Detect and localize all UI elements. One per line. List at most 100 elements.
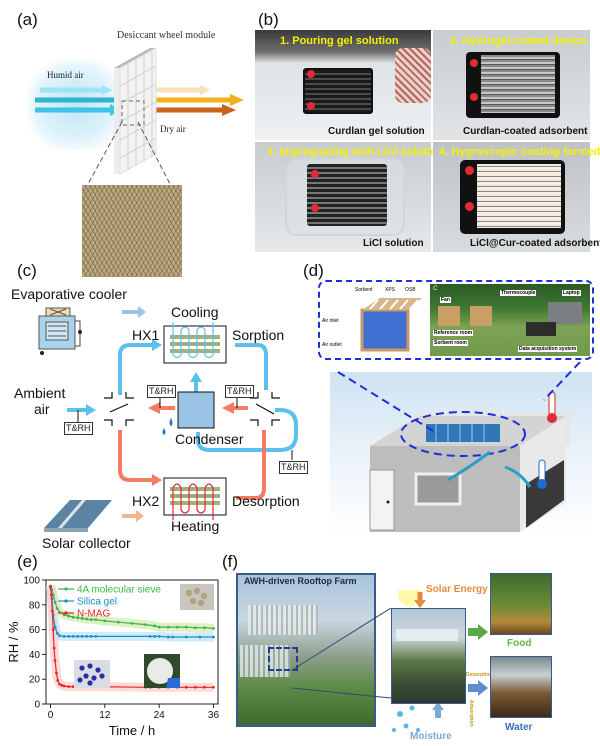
port-icon (311, 170, 319, 178)
plot-frame (45, 579, 219, 705)
panel-c-label: (c) (17, 261, 37, 280)
hx1-cooling-coil (172, 322, 214, 359)
reference-room-box (438, 306, 460, 326)
roof-sorbent-panels (426, 424, 500, 442)
legend-label: N-MAG (77, 609, 111, 620)
data-point (60, 684, 64, 687)
data-point (55, 671, 58, 675)
inset-label-sorbent-room: Sorbent room (433, 340, 468, 346)
heating-label: Heating (171, 518, 220, 534)
data-point (58, 682, 61, 686)
data-point (85, 635, 89, 638)
solar-collector-icon (44, 500, 112, 532)
food-photo (490, 573, 552, 635)
glass-lid (396, 629, 458, 641)
data-point (203, 685, 206, 689)
data-point (51, 628, 55, 631)
y-tick-label: 60 (29, 625, 41, 636)
water-label: Water (505, 722, 533, 733)
inset-label-xps: XPS (385, 287, 396, 293)
data-point (58, 634, 61, 638)
data-point (94, 635, 98, 638)
bead-icon (83, 673, 89, 679)
data-point (89, 618, 93, 622)
bead-icon (87, 680, 93, 686)
inset-label-laptop: Laptop (562, 290, 581, 296)
step-2-title: 2. Hydrogel-coated device (450, 35, 587, 47)
y-tick-label: 0 (34, 700, 40, 711)
step-2-caption: Curdlan-coated adsorbent (463, 126, 588, 137)
hx1-sorbent-layers (170, 335, 220, 353)
data-point (203, 626, 206, 630)
inset-label-sorbent: Sorbent (355, 287, 373, 293)
data-point (62, 684, 66, 688)
bead-icon (77, 677, 83, 683)
data-point (198, 635, 202, 639)
laptop-icon (548, 302, 582, 324)
data-point (56, 679, 60, 682)
zoom-dashed-lines (337, 362, 581, 435)
solar-energy-label: Solar Energy (426, 584, 488, 595)
data-point (49, 584, 52, 588)
field-test-photo (430, 284, 590, 356)
data-point (103, 619, 107, 623)
humid-air-label: Humid air (47, 70, 84, 80)
house-window (414, 472, 462, 506)
data-point (55, 631, 59, 635)
y-axis-label: RH / % (6, 621, 21, 663)
honeycomb-photo (82, 185, 182, 277)
heat-arrow-icon (122, 510, 144, 522)
licl-coating (477, 164, 561, 228)
panel-d-label: (d) (303, 261, 324, 280)
data-point (212, 685, 215, 689)
legend-marker (64, 611, 68, 615)
y-tick-label: 40 (29, 650, 41, 661)
data-point (50, 593, 53, 597)
evaporative-cooler-label: Evaporative cooler (11, 286, 127, 302)
port-icon (307, 102, 315, 110)
step-4-caption: LiCl@Cur-coated adsorbent (470, 238, 600, 249)
inset-label-fan: Fan (440, 297, 451, 303)
bead-icon (200, 592, 208, 600)
ambient-label-line1: Ambient (14, 385, 66, 401)
hx2-label: HX2 (132, 493, 160, 509)
house-door (369, 469, 395, 531)
data-point (76, 635, 80, 638)
sensor-left: T&RH (147, 385, 176, 398)
port-icon (470, 59, 478, 67)
blue-flow-return (196, 408, 298, 452)
data-point (76, 616, 80, 620)
legend-marker (64, 587, 68, 591)
port-icon (465, 202, 474, 211)
data-point (193, 626, 197, 630)
data-point (53, 600, 57, 604)
daq-box (526, 322, 556, 336)
device-photo (391, 608, 466, 704)
cooling-label: Cooling (171, 304, 219, 320)
panel-a-label: (a) (17, 10, 38, 29)
data-point (50, 609, 54, 613)
water-drop-icon-2 (162, 428, 166, 435)
sensor-return: T&RH (279, 461, 308, 474)
humid-air-cloud (28, 60, 123, 150)
inset-label-osb: OSB (405, 287, 416, 293)
blue-flow-right (235, 343, 268, 390)
rooftop-farm-photo (236, 573, 376, 727)
nmag-disc (147, 658, 173, 684)
desiccant-module-title: Desiccant wheel module (117, 30, 216, 41)
zoom-lines (87, 121, 171, 185)
y-tick-label: 100 (23, 576, 40, 587)
data-point (175, 625, 179, 629)
data-point (166, 635, 170, 639)
bead-icon (193, 587, 201, 595)
bead-icon (189, 597, 197, 605)
evaporative-cooler-icon (38, 307, 82, 355)
step-4-title: 4. Hygroscopic coating formed (439, 146, 600, 158)
legend-marker (64, 599, 68, 603)
x-tick-label: 36 (208, 710, 220, 721)
data-point (212, 626, 215, 630)
y-tick-label: 20 (29, 675, 41, 686)
data-point (184, 625, 188, 629)
inset-label-air-outlet: Air outlet (322, 342, 342, 348)
air-flow-arrows (35, 85, 244, 116)
